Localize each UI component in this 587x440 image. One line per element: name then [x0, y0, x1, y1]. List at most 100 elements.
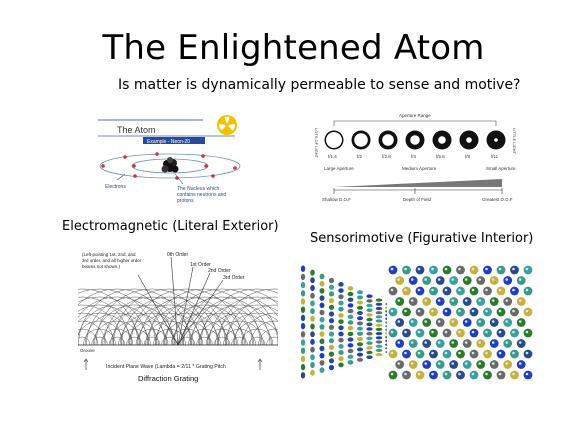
grid-dot — [442, 370, 452, 380]
slide-subtitle: Is matter is dynamically permeable to se… — [118, 77, 521, 93]
perspective-dot — [357, 337, 363, 341]
grid-dot-highlight — [397, 278, 400, 281]
perspective-dot — [338, 319, 344, 324]
grid-dot — [516, 339, 526, 348]
grid-dot — [469, 370, 479, 380]
perspective-dot — [319, 338, 325, 345]
grid-dot — [442, 265, 452, 275]
sensorimotive-figure — [301, 264, 537, 380]
atom-example: Example - Neon-20 — [147, 139, 190, 145]
perspective-dot — [347, 331, 354, 337]
wavefront-arc — [78, 312, 115, 345]
grid-dot-highlight — [424, 299, 427, 302]
grid-dot — [483, 328, 492, 338]
grid-dot — [415, 265, 425, 275]
grid-dot-highlight — [478, 341, 481, 344]
perspective-dot — [375, 315, 383, 319]
grid-dot — [429, 370, 438, 380]
perspective-dot — [328, 291, 335, 297]
grid-dot — [503, 297, 513, 306]
grid-dot-highlight — [431, 288, 434, 292]
perspective-dot — [310, 269, 315, 276]
grid-dot — [503, 360, 513, 369]
wavefront-arc — [78, 288, 139, 345]
grid-dot-highlight — [431, 351, 434, 355]
grid-dot — [388, 286, 398, 296]
grid-dot — [469, 286, 479, 296]
grid-dot — [442, 328, 452, 338]
grid-dot-highlight — [410, 341, 414, 344]
grid-dot — [449, 360, 459, 369]
grid-dot-highlight — [518, 299, 522, 302]
grid-dot — [415, 286, 425, 296]
perspective-dot — [319, 309, 325, 316]
grid-dot — [456, 265, 465, 275]
grid-dot — [388, 349, 398, 359]
grid-dot — [408, 297, 418, 306]
grid-dot-highlight — [410, 299, 414, 302]
grid-dot-highlight — [444, 309, 448, 313]
grid-dot — [449, 318, 459, 327]
perspective-dot — [347, 320, 354, 325]
grid-dot — [503, 339, 513, 348]
grid-dot-highlight — [397, 341, 400, 344]
perspective-dot — [366, 313, 373, 317]
grid-dot-highlight — [417, 372, 421, 376]
perspective-dot — [347, 343, 354, 348]
perspective-dot — [338, 337, 344, 343]
grid-dot-highlight — [498, 288, 502, 292]
grid-dot — [456, 307, 465, 317]
perspective-dot — [328, 364, 335, 371]
wavefront-arc — [78, 296, 166, 345]
perspective-dot — [375, 298, 383, 302]
grid-dot — [516, 297, 526, 306]
grid-dot — [388, 265, 398, 275]
grid-dot-highlight — [485, 372, 488, 376]
perspective-dot — [310, 308, 315, 315]
grid-dot — [483, 265, 492, 275]
perspective-dot — [347, 326, 354, 331]
perspective-dot — [301, 290, 306, 297]
grid-dot — [496, 349, 506, 359]
perspective-dot — [328, 344, 335, 350]
grid-dot — [476, 318, 486, 327]
wavefront-arc — [161, 336, 178, 345]
perspective-dot — [347, 308, 354, 314]
grid-dot — [483, 286, 492, 296]
perspective-dot — [375, 302, 383, 306]
perspective-dot — [366, 299, 373, 303]
grid-dot — [462, 339, 472, 348]
perspective-dot — [366, 331, 373, 336]
perspective-dot — [301, 314, 306, 322]
grid-dot — [435, 297, 445, 306]
grid-dot — [429, 286, 438, 296]
grid-dot — [402, 370, 411, 380]
grid-dot-highlight — [464, 320, 468, 323]
grid-dot — [415, 370, 425, 380]
grid-dot-highlight — [451, 362, 454, 365]
grid-dot — [442, 349, 452, 359]
grid-dot-highlight — [417, 330, 421, 334]
outer-orbit — [99, 153, 241, 179]
perspective-dot — [375, 353, 383, 357]
grid-dot-highlight — [437, 341, 441, 344]
perspective-dot — [375, 319, 383, 323]
wavefront-arc — [156, 296, 253, 345]
perspective-dot — [338, 362, 344, 368]
grid-dot-highlight — [397, 299, 400, 302]
wavefront-arc — [78, 304, 123, 345]
perspective-dot — [338, 331, 344, 337]
grid-dot — [476, 360, 486, 369]
grid-dot-highlight — [458, 330, 461, 334]
grid-dot-highlight — [451, 341, 454, 344]
diffraction-figure: (Left-pointing 1st, 2nd, and 3rd order, … — [78, 249, 278, 383]
grid-dot — [402, 286, 411, 296]
perspective-dot — [301, 322, 306, 330]
grid-dot-highlight — [505, 320, 508, 323]
grid-dot — [442, 307, 452, 317]
grid-dot — [510, 370, 519, 380]
perspective-dot — [328, 284, 335, 290]
grid-dot-highlight — [424, 362, 427, 365]
grid-dot-highlight — [471, 267, 475, 271]
wavefront-arc — [248, 336, 266, 345]
